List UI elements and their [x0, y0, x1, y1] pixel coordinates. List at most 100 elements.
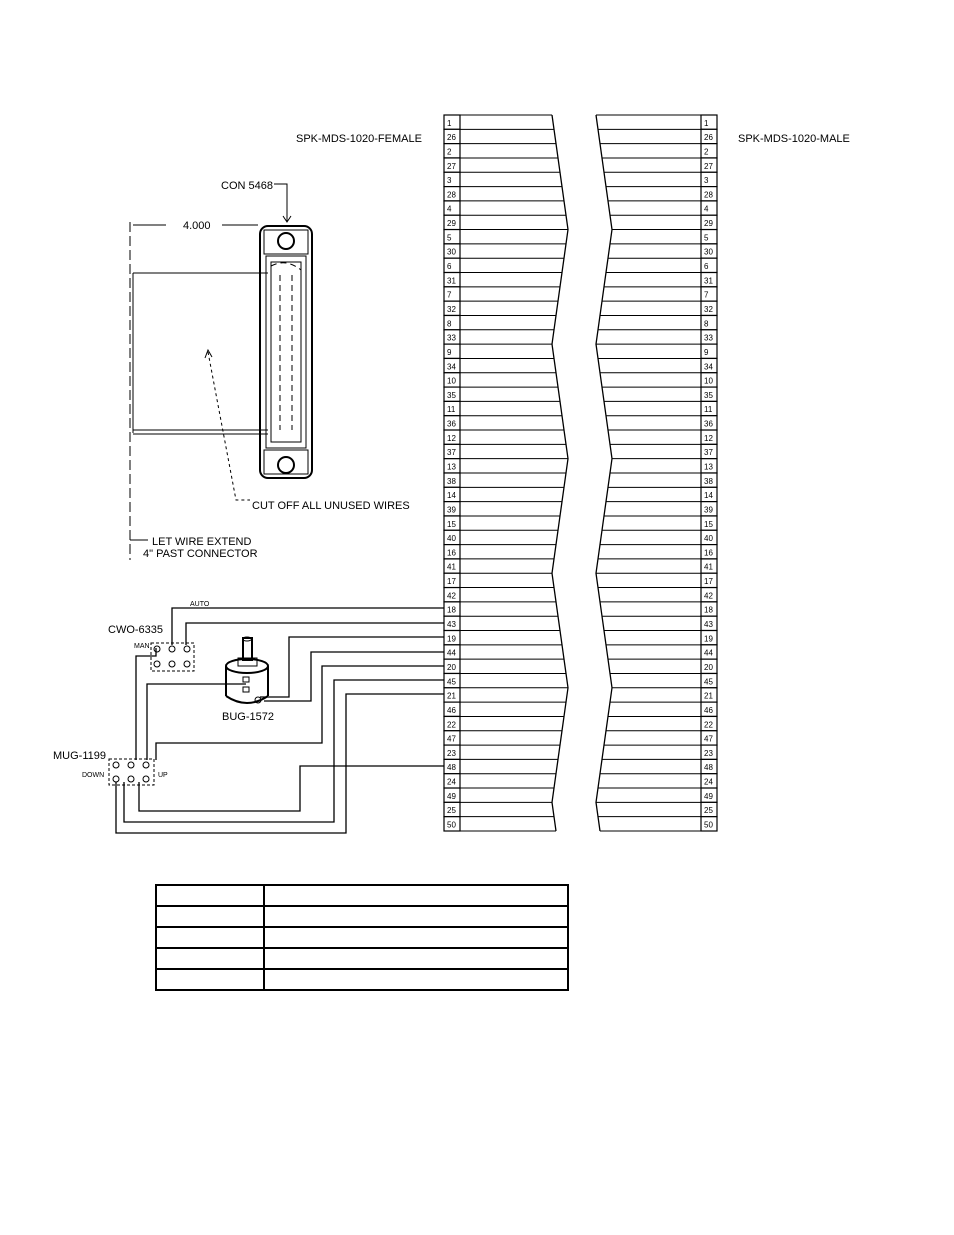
- female-pin-number: 3: [447, 176, 452, 185]
- female-pin-number: 6: [447, 262, 452, 271]
- female-pin-number: 18: [447, 606, 456, 615]
- man-label: MAN: [134, 643, 150, 650]
- male-pin-number: 31: [704, 276, 713, 285]
- female-pin-number: 22: [447, 720, 456, 729]
- female-pin-box: [443, 816, 461, 832]
- connector-top-flange: [263, 229, 309, 255]
- female-pin-number: 19: [447, 634, 456, 643]
- cwo-terminal: [168, 660, 176, 668]
- male-pin-number: 16: [704, 548, 713, 557]
- female-pin-number: 8: [447, 319, 452, 328]
- male-pin-number: 47: [704, 735, 713, 744]
- wire-auto-pin18: [171, 607, 444, 645]
- female-pin-number: 4: [447, 205, 452, 214]
- pot-sides: [225, 666, 269, 696]
- ribbon-cable: [460, 114, 701, 832]
- table-row: [155, 968, 569, 991]
- male-pin-number: 5: [704, 233, 709, 242]
- table-cell: [155, 947, 265, 970]
- female-pin-number: 16: [447, 548, 456, 557]
- male-pin-number: 23: [704, 749, 713, 758]
- female-pin-number: 48: [447, 763, 456, 772]
- male-pin-number: 17: [704, 577, 713, 586]
- female-pin-number: 45: [447, 677, 456, 686]
- female-pin-number: 5: [447, 233, 452, 242]
- female-pin-number: 40: [447, 534, 456, 543]
- male-pin-number: 33: [704, 334, 713, 343]
- connector-insert: [265, 255, 307, 449]
- wire-pin43: [185, 622, 444, 645]
- female-pin-column: 1262273284295306317328339341035113612371…: [443, 114, 461, 832]
- female-pin-number: 46: [447, 706, 456, 715]
- male-pin-number: 24: [704, 778, 713, 787]
- connector-body: [259, 225, 313, 479]
- female-pin-number: 13: [447, 463, 456, 472]
- bug-1572-potentiometer: BUG-1572: [222, 636, 274, 723]
- auto-label: AUTO: [190, 601, 210, 608]
- table-row: [155, 905, 569, 928]
- male-pin-number: 30: [704, 248, 713, 257]
- female-pin-number: 14: [447, 491, 456, 500]
- cwo-terminal: [183, 660, 191, 668]
- con-5468-assembly: CON 5468 4.000 CUT OFF ALL UNUSED WIRES …: [129, 180, 410, 560]
- male-pin-number: 43: [704, 620, 713, 629]
- male-pin-number: 14: [704, 491, 713, 500]
- male-pin-number: 49: [704, 792, 713, 801]
- male-pin-number: 45: [704, 677, 713, 686]
- table-cell: [263, 905, 569, 928]
- cwo-label: CWO-6335: [108, 624, 163, 636]
- wire-pin21-mug: [115, 693, 444, 834]
- male-pin-number: 6: [704, 262, 709, 271]
- cut-off-label: CUT OFF ALL UNUSED WIRES: [252, 500, 410, 512]
- male-pin-number: 25: [704, 806, 713, 815]
- male-pin-number: 38: [704, 477, 713, 486]
- female-pin-number: 7: [447, 291, 452, 300]
- table-row: [155, 884, 569, 907]
- mounting-hole-top: [277, 232, 295, 250]
- pot-bushing: [237, 657, 258, 667]
- female-pin-number: 47: [447, 735, 456, 744]
- table-row: [155, 926, 569, 949]
- table-cell: [155, 884, 265, 907]
- female-pin-number: 9: [447, 348, 452, 357]
- male-pin-number: 11: [704, 405, 713, 414]
- male-pin-number: 19: [704, 634, 713, 643]
- cwo-6335-switch: AUTO CWO-6335 MAN: [108, 601, 210, 672]
- wire-pin20-mug: [155, 665, 444, 760]
- dimension-label: 4.000: [183, 220, 211, 232]
- female-pin-number: 2: [447, 147, 452, 156]
- down-label: DOWN: [82, 772, 104, 779]
- female-pin-number: 44: [447, 649, 456, 658]
- male-pin-number: 32: [704, 305, 713, 314]
- mug-terminal: [127, 761, 135, 769]
- male-pin-number: 13: [704, 463, 713, 472]
- connector-bottom-flange: [263, 449, 309, 475]
- female-pin-number: 30: [447, 248, 456, 257]
- female-pin-number: 32: [447, 305, 456, 314]
- male-connector-label: SPK-MDS-1020-MALE: [738, 133, 850, 145]
- male-pin-number: 8: [704, 319, 709, 328]
- let-wire-label-1: LET WIRE EXTEND: [152, 536, 251, 548]
- table-cell: [155, 926, 265, 949]
- male-pin-number: 29: [704, 219, 713, 228]
- pot-terminal: [242, 676, 250, 683]
- male-pin-number: 20: [704, 663, 713, 672]
- female-pin-number: 10: [447, 377, 456, 386]
- male-pin-number: 27: [704, 162, 713, 171]
- male-pin-number: 40: [704, 534, 713, 543]
- con-leader: [274, 183, 288, 222]
- up-label: UP: [158, 772, 168, 779]
- wire-pin44-pot: [264, 651, 444, 702]
- table-cell: [263, 884, 569, 907]
- female-pin-number: 37: [447, 448, 456, 457]
- male-pin-number: 21: [704, 692, 713, 701]
- table-row: [155, 947, 569, 970]
- female-pin-number: 49: [447, 792, 456, 801]
- male-pin-number: 3: [704, 176, 709, 185]
- female-pin-number: 43: [447, 620, 456, 629]
- wire-pin45-mug: [123, 679, 444, 823]
- field-wiring: [115, 607, 444, 834]
- female-pin-number: 27: [447, 162, 456, 171]
- male-pin-number: 37: [704, 448, 713, 457]
